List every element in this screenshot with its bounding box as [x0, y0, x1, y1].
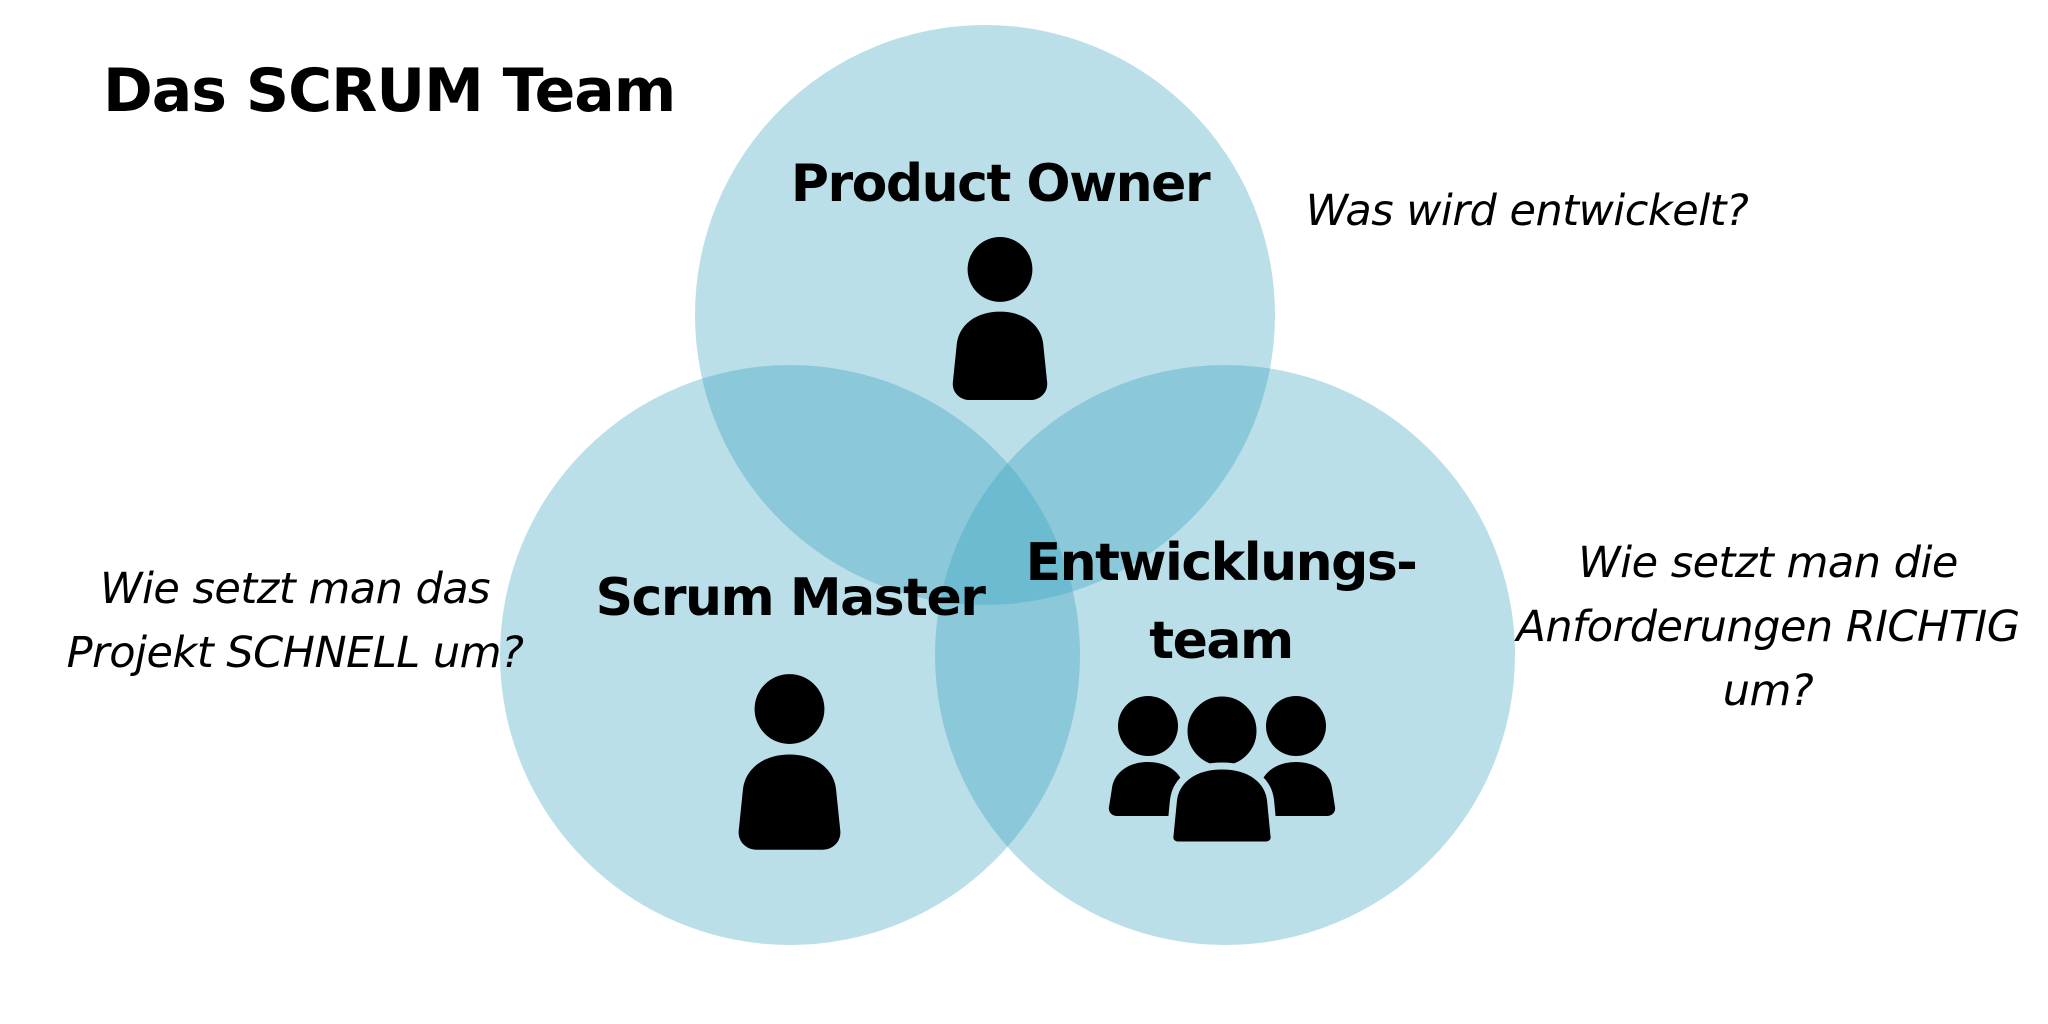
- annotation-line: Anforderungen RICHTIG: [1516, 602, 2020, 652]
- annotation-line: Wie setzt man das: [99, 564, 491, 614]
- person-icon: [738, 674, 841, 850]
- development-team-label: Entwicklungs- team: [921, 524, 1521, 680]
- scrum-master-label: Scrum Master: [595, 568, 986, 628]
- annotation-line: Wie setzt man die: [1578, 538, 1958, 588]
- product-owner-label: Product Owner: [790, 154, 1211, 214]
- annotation-line: um?: [1722, 666, 1814, 716]
- person-icon: [952, 237, 1048, 401]
- group-icon: [1108, 690, 1336, 849]
- product-owner-question: Was wird entwickelt?: [1177, 179, 1877, 243]
- development-team-label-line: Entwicklungs-: [1025, 533, 1418, 593]
- annotation-line: Was wird entwickelt?: [1305, 186, 1749, 236]
- circle-scrum-master: [500, 365, 1080, 945]
- circle-development-team: [935, 365, 1515, 945]
- development-team-label-line: team: [1149, 611, 1294, 671]
- page-title: Das SCRUM Team: [103, 56, 676, 126]
- scrum-master-question: Wie setzt man das Projekt SCHNELL um?: [15, 557, 575, 685]
- annotation-line: Projekt SCHNELL um?: [66, 628, 524, 678]
- development-team-question: Wie setzt man die Anforderungen RICHTIG …: [1488, 531, 2048, 723]
